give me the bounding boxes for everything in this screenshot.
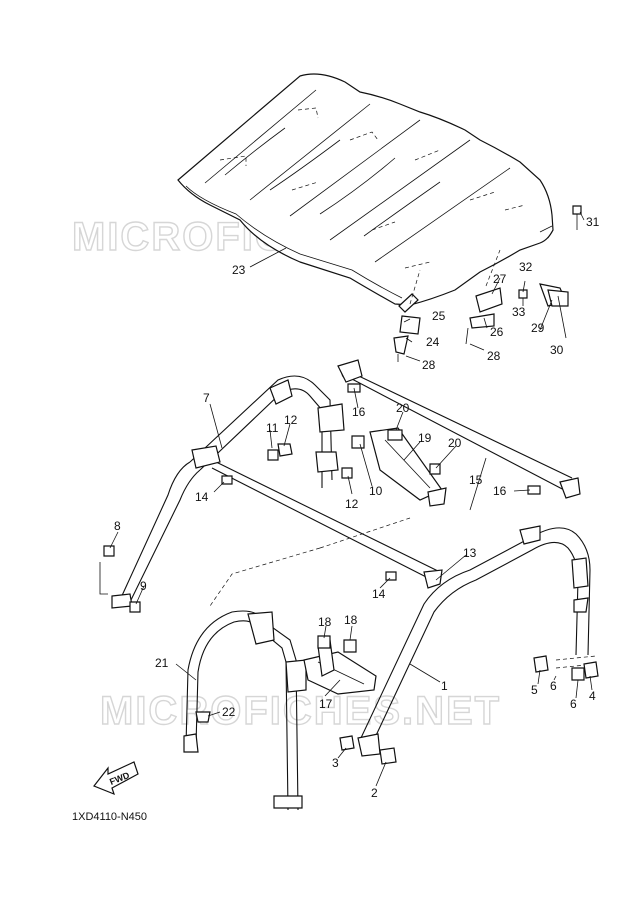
callout-12b: 12 — [345, 497, 359, 511]
callout-7: 7 — [203, 391, 210, 405]
callout-8: 8 — [114, 519, 121, 533]
figure-code: 1XD4110-N450 — [72, 811, 147, 823]
callout-16a: 16 — [352, 405, 366, 419]
callout-3: 3 — [332, 756, 339, 770]
callout-20a: 20 — [396, 401, 410, 415]
callout-6b: 6 — [570, 697, 577, 711]
callout-30: 30 — [550, 343, 564, 357]
callout-29: 29 — [531, 321, 545, 335]
callout-26: 26 — [490, 325, 504, 339]
callout-19: 19 — [418, 431, 432, 445]
callout-25: 25 — [432, 309, 446, 323]
callout-18a: 18 — [318, 615, 332, 629]
callout-4: 4 — [589, 689, 596, 703]
rops-frame — [99, 359, 597, 811]
callout-5: 5 — [531, 683, 538, 697]
callout-22: 22 — [222, 705, 236, 719]
callout-12a: 12 — [284, 413, 298, 427]
callout-31: 31 — [586, 215, 600, 229]
callout-27: 27 — [493, 272, 507, 286]
callout-16b: 16 — [493, 484, 507, 498]
callout-20b: 20 — [448, 436, 462, 450]
callout-17: 17 — [319, 697, 333, 711]
callout-28b: 28 — [487, 349, 501, 363]
callout-14a: 14 — [195, 490, 209, 504]
callout-15: 15 — [469, 473, 483, 487]
callout-21: 21 — [155, 656, 169, 670]
callout-9: 9 — [140, 579, 147, 593]
callout-2: 2 — [371, 786, 378, 800]
callout-32: 32 — [519, 260, 533, 274]
watermark-bottom: MICROFICHES.NET — [100, 689, 501, 733]
callout-1: 1 — [441, 679, 448, 693]
roof-panel — [177, 73, 554, 306]
callout-10: 10 — [369, 484, 383, 498]
callout-33: 33 — [512, 305, 526, 319]
leader-lines — [109, 211, 593, 787]
callout-14b: 14 — [372, 587, 386, 601]
callout-23: 23 — [232, 263, 246, 277]
callout-24: 24 — [426, 335, 440, 349]
callout-28a: 28 — [422, 358, 436, 372]
fwd-arrow-icon: FWD — [93, 761, 139, 796]
callouts: 1 2 3 4 5 6 6 7 8 9 10 11 12 12 13 14 14… — [114, 215, 600, 800]
callout-18b: 18 — [344, 613, 358, 627]
hardware — [103, 205, 599, 765]
callout-6a: 6 — [550, 679, 557, 693]
callout-13: 13 — [463, 546, 477, 560]
callout-11: 11 — [266, 421, 279, 435]
